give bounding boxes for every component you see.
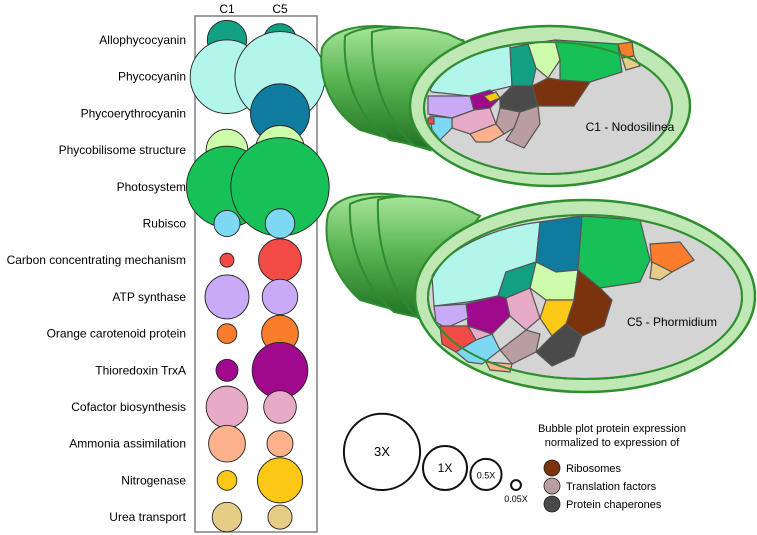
row-label: Carbon concentrating mechanism: [7, 253, 186, 267]
bubble-c1: [219, 252, 235, 268]
bubble-c5: [263, 390, 297, 424]
scale-circle: [342, 412, 422, 492]
bubble-c5: [267, 504, 293, 530]
cell-c1-membrane: [423, 41, 673, 175]
bubble-c5: [257, 457, 303, 504]
scale-1x: 1X: [422, 445, 468, 491]
row-urea-transport: Urea transport: [109, 501, 293, 533]
row-cofactor-biosynthesis: Cofactor biosynthesis: [71, 385, 297, 429]
row-atp-synthase: ATP synthase: [112, 274, 299, 320]
row-label: Cofactor biosynthesis: [71, 400, 186, 414]
legend-label: Ribosomes: [566, 463, 622, 475]
bubble-c1: [216, 323, 238, 344]
column-label-c5: C5: [272, 2, 288, 16]
legend-swatch: [543, 477, 561, 495]
legend-label: Protein chaperones: [566, 499, 662, 511]
row-nitrogenase: Nitrogenase: [121, 457, 303, 504]
row-label: Nitrogenase: [121, 473, 186, 487]
legend-item-ribosomes: Ribosomes: [543, 459, 622, 477]
cell-c1-voronoi: [427, 39, 641, 149]
bubble-rows: AllophycocyaninPhycocyaninPhycoerythrocy…: [7, 19, 330, 533]
scale-label: 0.5X: [477, 470, 496, 480]
scale-label: 1X: [438, 461, 453, 475]
row-label: Thioredoxin TrxA: [95, 363, 186, 377]
row-label: Phycocyanin: [118, 70, 186, 84]
legend-item-translation-factors: Translation factors: [543, 477, 657, 495]
legend-title-line1: Bubble plot protein expression: [538, 423, 686, 435]
row-label: ATP synthase: [112, 290, 186, 304]
scale-label: 0.05X: [504, 494, 528, 504]
scale-0-5x: 0.5X: [469, 457, 503, 492]
bubble-size-scale: 3X 1X 0.5X 0.05X: [342, 412, 528, 504]
cell-c5-phormidium: C5 - Phormidium: [325, 192, 757, 394]
row-label: Urea transport: [109, 510, 186, 524]
legend-title-line2: normalized to expression of: [545, 437, 680, 449]
row-ammonia-assimilation: Ammonia assimilation: [69, 424, 294, 463]
cell-c1-nodosilinea: C1 - Nodosilinea: [320, 24, 692, 188]
scale-0-05x: 0.05X: [504, 479, 528, 504]
scale-circle: [510, 479, 522, 492]
row-label: Phycoerythrocyanin: [81, 106, 186, 120]
cell-c5-label: C5 - Phormidium: [627, 315, 717, 329]
bubble-c1: [205, 385, 249, 429]
column-label-c1: C1: [219, 2, 235, 16]
scale-circle: [469, 457, 503, 492]
bubble-c5: [261, 278, 299, 316]
row-carbon-concentrating-mechanism: Carbon concentrating mechanism: [7, 238, 302, 283]
legend: Bubble plot protein expression normalize…: [538, 423, 686, 513]
bubble-c1: [211, 501, 243, 533]
legend-swatch: [543, 495, 561, 513]
scale-circle: [422, 445, 468, 491]
row-label: Photosystem: [117, 180, 186, 194]
bubble-c1: [208, 424, 246, 463]
row-orange-carotenoid-protein: Orange carotenoid protein: [47, 314, 299, 353]
bubble-c5: [264, 208, 296, 239]
bubble-c1: [213, 210, 241, 237]
scale-3x: 3X: [342, 412, 422, 492]
row-label: Allophycocyanin: [99, 33, 186, 47]
legend-label: Translation factors: [566, 481, 657, 493]
cell-c1-label: C1 - Nodosilinea: [586, 120, 675, 134]
legend-item-protein-chaperones: Protein chaperones: [543, 495, 662, 513]
row-photosystem: Photosystem: [117, 137, 330, 237]
bubble-c5: [266, 430, 294, 458]
legend-swatch: [543, 459, 561, 477]
row-label: Rubisco: [143, 217, 187, 231]
bubble-c1: [204, 274, 250, 320]
column-labels: C1 C5: [219, 2, 288, 16]
scale-label: 3X: [374, 444, 390, 459]
row-phycoerythrocyanin: Phycoerythrocyanin: [81, 83, 310, 144]
bubble-c5: [258, 238, 302, 283]
bubble-c1: [216, 470, 238, 491]
row-label: Phycobilisome structure: [59, 143, 187, 157]
bubble-c1: [215, 358, 239, 382]
row-rubisco: Rubisco: [143, 208, 296, 239]
cell-c5-membrane: [427, 214, 743, 380]
row-label: Ammonia assimilation: [69, 437, 186, 451]
bubble-c5: [251, 342, 309, 399]
row-label: Orange carotenoid protein: [47, 327, 186, 341]
